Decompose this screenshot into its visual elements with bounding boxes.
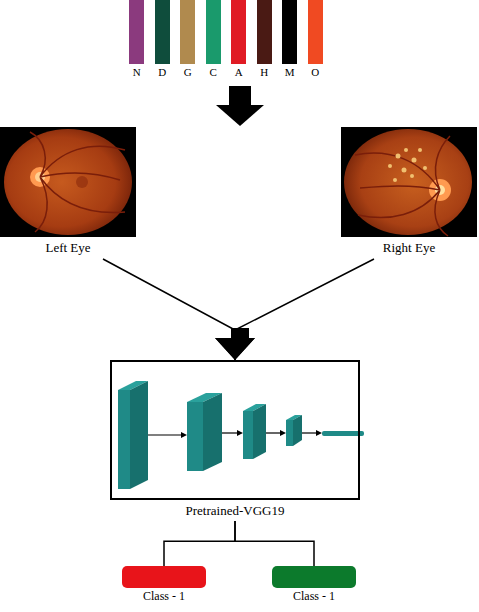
legend-item: D xyxy=(150,0,176,79)
legend-item: H xyxy=(252,0,278,79)
class-box: Class - 1 xyxy=(270,566,358,603)
node-label: Right Eye xyxy=(339,240,479,256)
legend-label: N xyxy=(133,66,141,79)
legend-item: M xyxy=(277,0,303,79)
connector xyxy=(235,259,374,360)
legend-label: O xyxy=(311,66,319,79)
class-box: Class - 1 xyxy=(120,566,208,603)
eye-image-node-shape xyxy=(341,127,477,237)
eye-image-node: Right Eye xyxy=(339,127,479,256)
legend-item: A xyxy=(226,0,252,79)
node-label: Class - 1 xyxy=(120,589,208,603)
class-box-shape xyxy=(122,566,206,588)
class-box-shape xyxy=(272,566,356,588)
legend-label: A xyxy=(235,66,243,79)
node-label: Left Eye xyxy=(0,240,138,256)
cnn-layers-icon xyxy=(118,381,364,489)
legend-label: D xyxy=(158,66,166,79)
legend-swatch xyxy=(129,0,144,64)
legend-swatch xyxy=(180,0,195,64)
legend-label: H xyxy=(260,66,268,79)
left-fundus-image xyxy=(0,127,136,237)
eye-image-node-shape xyxy=(0,127,136,237)
disease-legend: NDGCAHMO xyxy=(124,0,328,79)
legend-item: C xyxy=(201,0,227,79)
legend-item: O xyxy=(303,0,329,79)
node-label: Pretrained-VGG19 xyxy=(108,503,362,519)
right-fundus-image xyxy=(341,127,477,237)
legend-swatch xyxy=(282,0,297,64)
connector xyxy=(164,521,235,566)
connector xyxy=(103,259,235,360)
legend-swatch xyxy=(155,0,170,64)
legend-swatch xyxy=(231,0,246,64)
legend-item: N xyxy=(124,0,150,79)
legend-label: C xyxy=(210,66,217,79)
down-arrow xyxy=(216,86,264,126)
node-label: Class - 1 xyxy=(270,589,358,603)
legend-label: G xyxy=(184,66,192,79)
connector xyxy=(235,521,314,566)
eye-image-node: Left Eye xyxy=(0,127,138,256)
legend-label: M xyxy=(285,66,295,79)
legend-swatch xyxy=(308,0,323,64)
legend-swatch xyxy=(257,0,272,64)
model-box: Pretrained-VGG19 xyxy=(108,360,362,519)
legend-swatch xyxy=(206,0,221,64)
model-box-shape xyxy=(110,360,360,500)
legend-item: G xyxy=(175,0,201,79)
